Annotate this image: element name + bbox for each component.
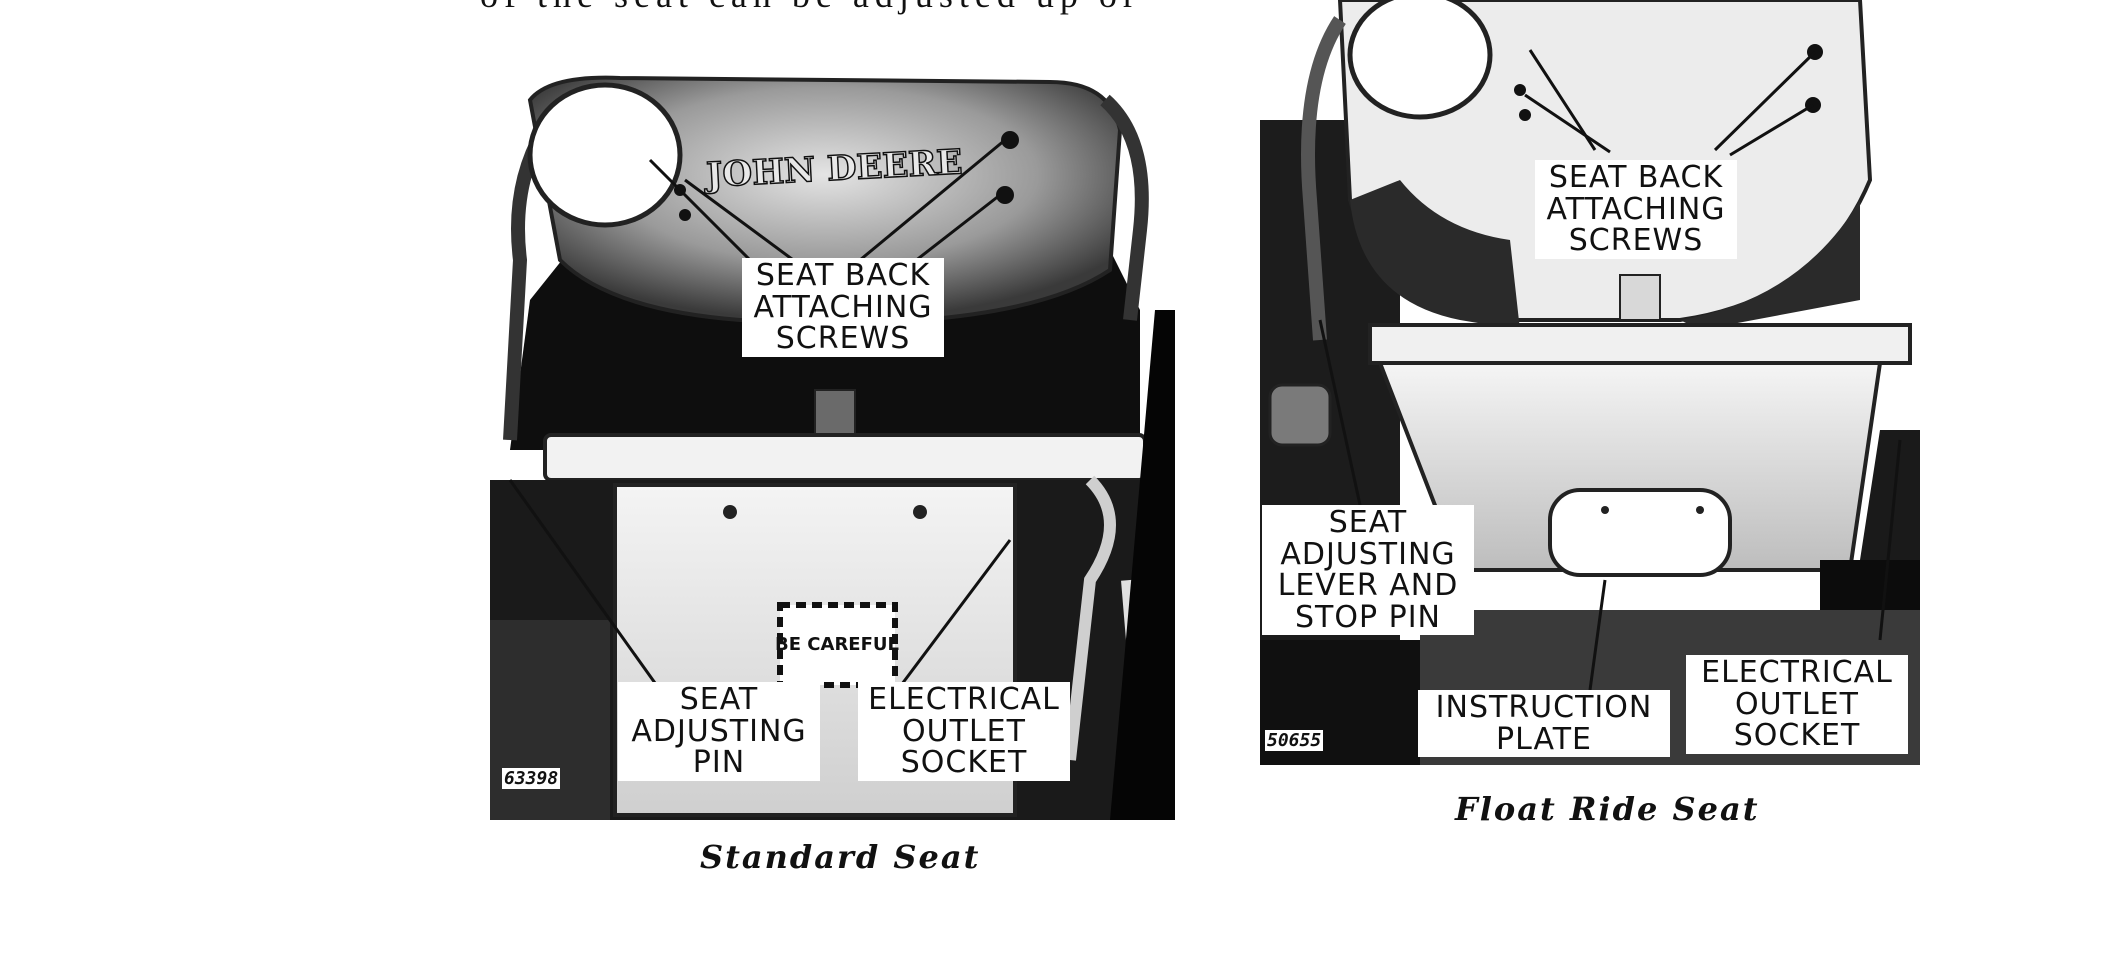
caption-standard-seat: Standard Seat — [700, 838, 981, 876]
standard-seat-illustration: BE CAREFUL JOHN DEERE — [490, 60, 1175, 820]
figure-number-float: 50655 — [1265, 730, 1324, 751]
callout-electrical-outlet-standard: ELECTRICAL OUTLET SOCKET — [858, 682, 1070, 781]
caption-float-ride-seat: Float Ride Seat — [1455, 790, 1760, 828]
callout-electrical-outlet-float: ELECTRICAL OUTLET SOCKET — [1686, 655, 1908, 754]
callout-seat-back-screws-float: SEAT BACK ATTACHING SCREWS — [1535, 160, 1737, 259]
callout-seat-adjusting-pin: SEAT ADJUSTING PIN — [618, 682, 820, 781]
float-ride-seat-illustration — [1260, 0, 1920, 765]
standard-seat-photo: BE CAREFUL JOHN DEERE — [490, 60, 1175, 820]
callout-seat-adjusting-lever: SEAT ADJUSTING LEVER AND STOP PIN — [1262, 505, 1474, 635]
float-ride-seat-photo — [1260, 0, 1920, 765]
callout-instruction-plate: INSTRUCTION PLATE — [1418, 690, 1670, 757]
figure-number-standard: 63398 — [502, 768, 561, 789]
body-text-fragment: of the seat can be adjusted up or — [480, 0, 1141, 16]
decal-be-careful: BE CAREFUL — [775, 634, 899, 655]
callout-seat-back-screws-standard: SEAT BACK ATTACHING SCREWS — [742, 258, 944, 357]
